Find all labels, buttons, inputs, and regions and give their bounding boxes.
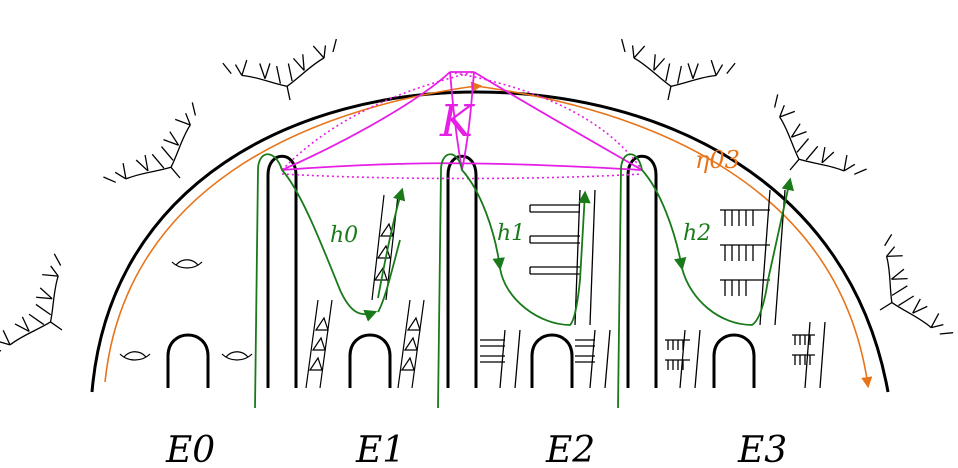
tree-icon <box>222 38 348 113</box>
eta-arrow-head <box>469 81 483 93</box>
label-h0: h0 <box>330 223 358 248</box>
strip-e1-c <box>397 299 425 389</box>
tree-icon <box>610 38 736 113</box>
eye-shape <box>171 259 203 269</box>
eta-curve <box>104 85 873 389</box>
ladder-e2-a <box>529 189 596 326</box>
tree-icon <box>0 253 96 379</box>
magenta-dotted <box>281 71 643 180</box>
small-arch-3 <box>712 333 756 388</box>
green-curves <box>254 153 794 409</box>
tree-icon <box>848 233 954 360</box>
ladder-e2-c <box>575 329 611 389</box>
label-E0: E0 <box>165 430 215 468</box>
label-K: K <box>439 96 475 147</box>
tree-icon <box>102 101 226 216</box>
small-arch-2 <box>530 333 574 388</box>
comb-e3-c <box>792 321 826 389</box>
comb-e3-a <box>720 189 786 326</box>
strip-e1-a <box>371 194 399 301</box>
outer-arc <box>90 90 890 393</box>
ladder-e2-b <box>480 329 521 389</box>
small-arch-0 <box>166 333 210 388</box>
label-E2: E2 <box>545 430 595 468</box>
label-E3: E3 <box>737 430 787 468</box>
label-h2: h2 <box>683 221 711 246</box>
eye-shape <box>221 351 253 361</box>
handle-3 <box>626 154 658 388</box>
eye-shape <box>119 351 151 361</box>
label-h1: h1 <box>497 221 525 246</box>
handle-2 <box>446 154 478 388</box>
small-arch-1 <box>348 333 392 388</box>
label-eta: η03 <box>695 146 740 174</box>
handle-1 <box>266 154 298 388</box>
label-E1: E1 <box>355 430 405 468</box>
comb-e3-b <box>665 329 701 389</box>
tree-icon <box>744 93 868 208</box>
strip-e1-b <box>305 299 333 389</box>
